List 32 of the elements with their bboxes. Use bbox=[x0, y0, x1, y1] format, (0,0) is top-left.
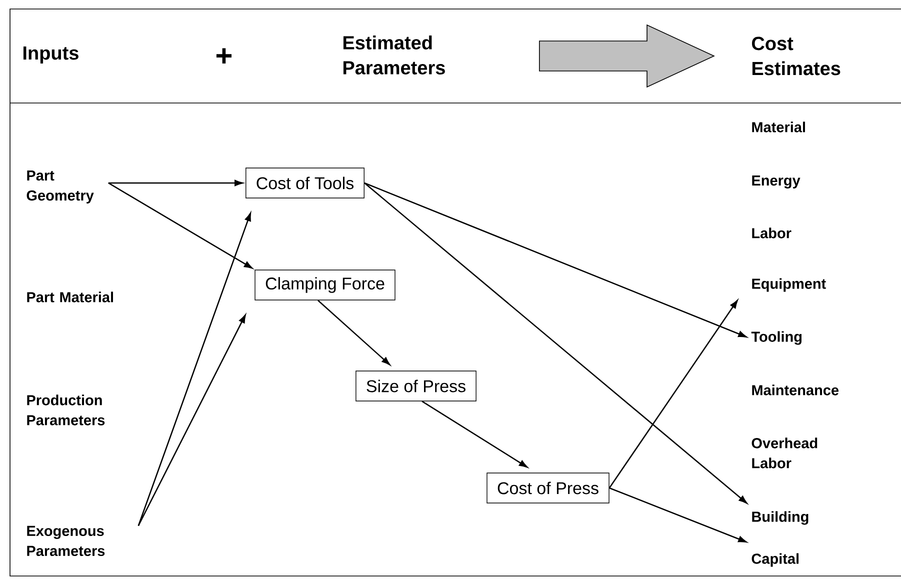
parameter-box: Cost of Press bbox=[486, 472, 610, 504]
column-heading: Estimated Parameters bbox=[343, 36, 445, 74]
input-label: Part Geometry bbox=[26, 170, 94, 204]
arrow bbox=[318, 300, 390, 366]
input-label: Exogenous Parameters bbox=[27, 526, 105, 556]
arrow bbox=[364, 182, 748, 504]
cost-label: Building bbox=[752, 511, 808, 525]
parameter-box: Clamping Force bbox=[254, 270, 396, 300]
arrow bbox=[108, 180, 244, 186]
arrow bbox=[138, 212, 252, 526]
parameter-box: Size of Press bbox=[356, 370, 476, 402]
plus-sign: + bbox=[216, 48, 232, 64]
cost-label: Labor bbox=[752, 228, 792, 238]
arrow bbox=[608, 300, 738, 488]
arrow bbox=[364, 182, 747, 338]
cost-label: Capital bbox=[752, 553, 799, 567]
cost-label: Material bbox=[752, 122, 805, 132]
cost-label: Equipment bbox=[752, 278, 826, 292]
cost-label: Overhead Labor bbox=[752, 438, 818, 468]
column-heading: Cost Estimates bbox=[752, 36, 840, 76]
cost-label: Tooling bbox=[751, 331, 802, 345]
input-label: Part Material bbox=[27, 292, 114, 302]
parameter-box: Cost of Tools bbox=[246, 168, 364, 198]
block-arrow bbox=[539, 24, 715, 88]
arrow bbox=[422, 400, 528, 468]
cost-label: Maintenance bbox=[752, 384, 839, 396]
arrow bbox=[609, 487, 747, 543]
arrow bbox=[138, 314, 246, 526]
column-heading: Inputs bbox=[23, 46, 78, 64]
input-label: Production Parameters bbox=[27, 394, 105, 426]
arrow bbox=[108, 182, 253, 269]
cost-label: Energy bbox=[752, 175, 800, 189]
